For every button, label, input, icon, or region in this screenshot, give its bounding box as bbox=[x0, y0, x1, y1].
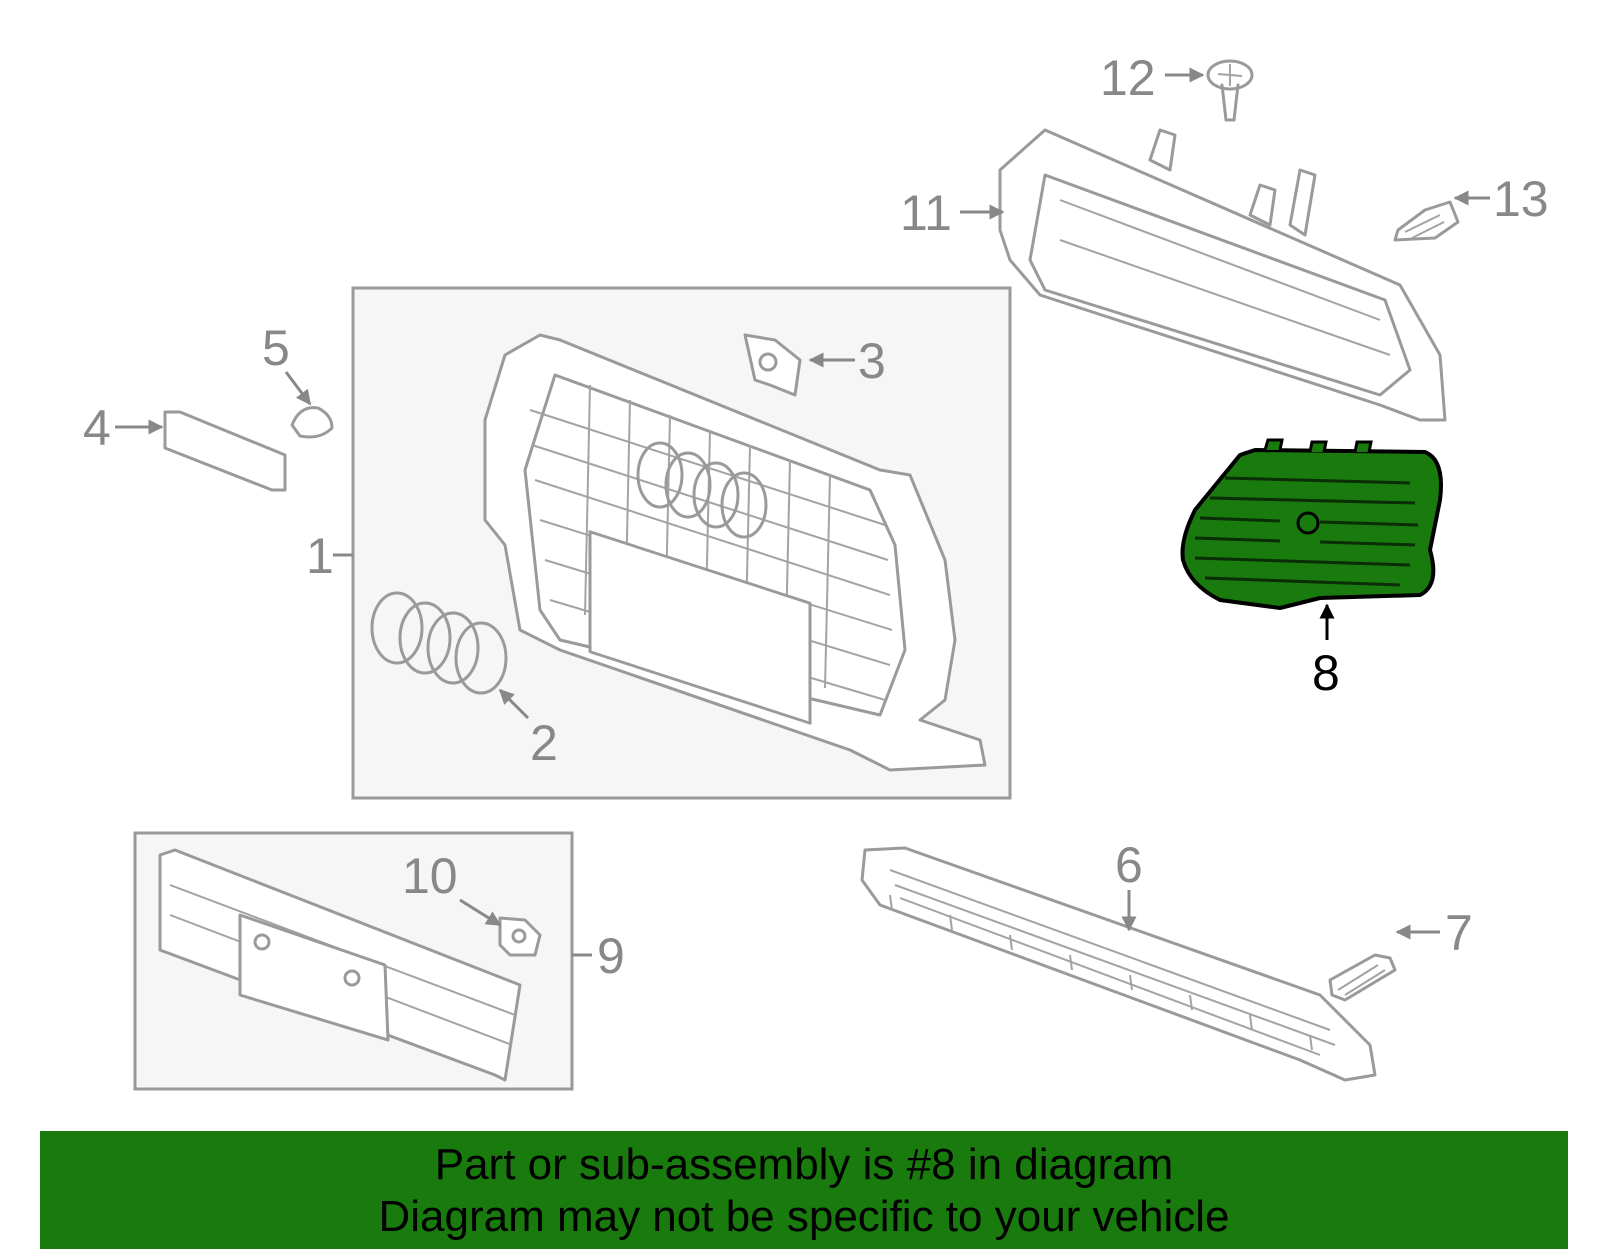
leader-2 bbox=[498, 688, 530, 720]
callout-12: 12 bbox=[1100, 50, 1156, 106]
callout-13: 13 bbox=[1493, 171, 1549, 227]
fog-lamp-grille-insert[interactable] bbox=[1180, 438, 1443, 610]
parts-diagram: 1 2 3 4 5 6 7 8 9 10 11 12 13 bbox=[83, 50, 1549, 1091]
lower-grille[interactable] bbox=[860, 846, 1377, 1082]
badge[interactable] bbox=[163, 410, 287, 492]
callout-1: 1 bbox=[306, 528, 334, 584]
rings-emblem[interactable] bbox=[370, 591, 508, 695]
callout-11: 11 bbox=[900, 185, 952, 241]
license-plate-bracket[interactable] bbox=[158, 848, 522, 1082]
callout-8: 8 bbox=[1312, 645, 1340, 701]
grille-clip[interactable] bbox=[743, 333, 802, 397]
info-banner: Part or sub-assembly is #8 in diagram Di… bbox=[40, 1131, 1568, 1249]
callout-4: 4 bbox=[83, 400, 111, 456]
callout-3: 3 bbox=[858, 333, 886, 389]
bracket-clip[interactable] bbox=[498, 916, 542, 957]
callout-5: 5 bbox=[262, 320, 290, 376]
nut[interactable] bbox=[290, 406, 334, 439]
leader-10 bbox=[459, 898, 502, 927]
bolt-lower[interactable] bbox=[1328, 953, 1397, 1002]
banner-line-2: Diagram may not be specific to your vehi… bbox=[378, 1192, 1230, 1241]
bolt-right[interactable] bbox=[1393, 200, 1460, 242]
callout-6: 6 bbox=[1115, 837, 1143, 893]
grille-carrier[interactable] bbox=[998, 128, 1447, 422]
banner-line-1: Part or sub-assembly is #8 in diagram bbox=[434, 1140, 1174, 1189]
callout-10: 10 bbox=[402, 848, 458, 904]
leader-5 bbox=[284, 371, 312, 406]
grille[interactable] bbox=[483, 333, 987, 772]
callout-9: 9 bbox=[597, 928, 625, 984]
callout-2: 2 bbox=[530, 715, 558, 771]
screw-top[interactable] bbox=[1206, 59, 1254, 122]
callout-7: 7 bbox=[1445, 905, 1473, 961]
